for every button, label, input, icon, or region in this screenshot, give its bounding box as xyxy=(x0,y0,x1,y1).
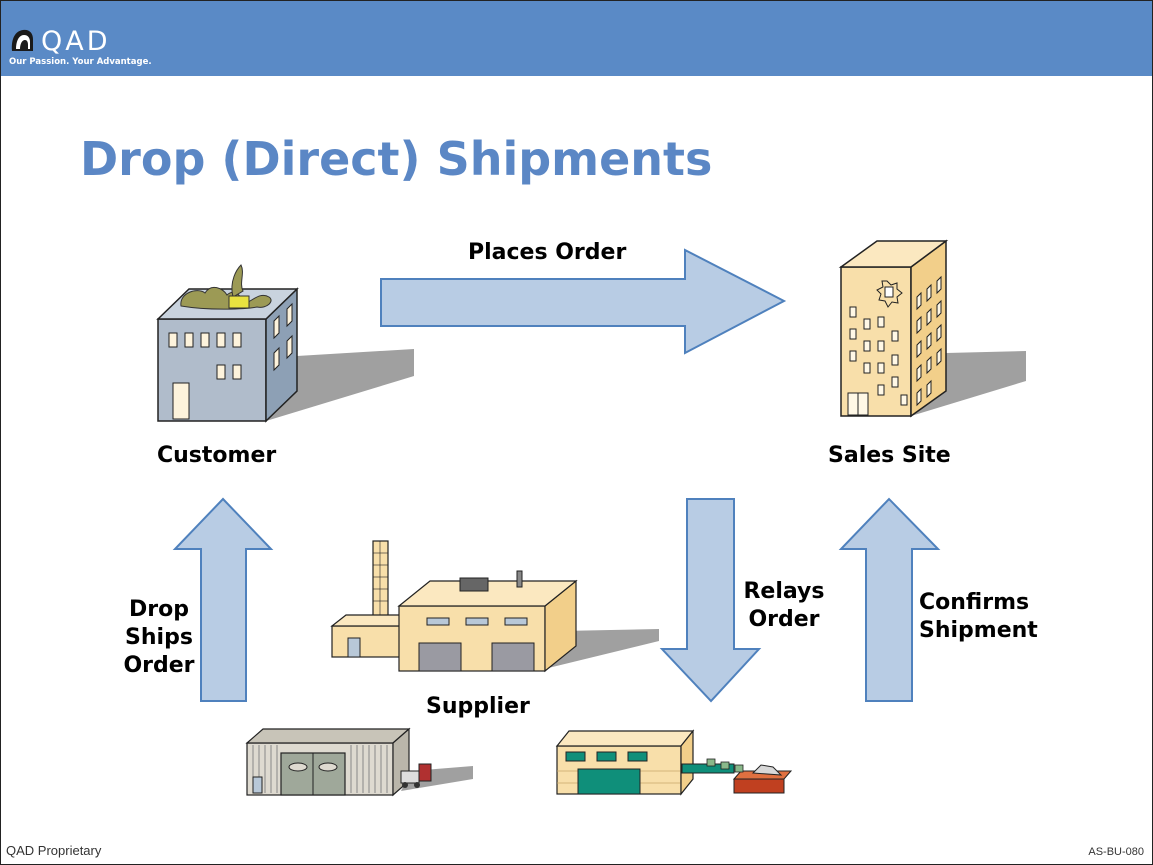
logo-text: QAD xyxy=(41,26,111,57)
logo-tagline: Our Passion. Your Advantage. xyxy=(9,57,152,67)
sales-site-building-icon xyxy=(838,239,1026,418)
places-order-label: Places Order xyxy=(468,240,627,265)
relays-order-arrow xyxy=(659,498,762,703)
relays-order-label: Relays Order xyxy=(739,578,829,634)
relays-order-line-1: Relays xyxy=(743,579,825,604)
drop-ships-arrow xyxy=(172,497,274,702)
sales-site-label: Sales Site xyxy=(828,443,951,468)
drop-ships-order-label: Drop Ships Order xyxy=(119,596,199,680)
confirms-shipment-label: Confirms Shipment xyxy=(919,589,1038,645)
relays-order-line-2: Order xyxy=(748,607,820,632)
footer-slide-code: AS-BU-080 xyxy=(1088,846,1144,858)
qad-logo: QAD Our Passion. Your Advantage. xyxy=(9,26,189,72)
places-order-arrow xyxy=(380,248,787,355)
page-title: Drop (Direct) Shipments xyxy=(80,132,713,186)
customer-building-icon xyxy=(156,264,414,423)
drop-ships-line-3: Order xyxy=(123,653,195,678)
customer-label: Customer xyxy=(157,443,277,468)
footer-proprietary: QAD Proprietary xyxy=(6,843,102,858)
header-bar: QAD Our Passion. Your Advantage. xyxy=(1,1,1152,76)
customer-warehouse-icon xyxy=(245,727,473,797)
supplier-label: Supplier xyxy=(426,694,530,719)
drop-ships-line-2: Ships xyxy=(125,625,193,650)
supplier-warehouse-icon xyxy=(555,729,793,796)
drop-ships-line-1: Drop xyxy=(129,597,189,622)
confirms-shipment-line-1: Confirms xyxy=(919,590,1030,615)
confirms-shipment-line-2: Shipment xyxy=(919,618,1038,643)
confirms-shipment-arrow xyxy=(838,497,941,702)
logo-mark-icon xyxy=(11,29,34,51)
supplier-factory-icon xyxy=(330,540,659,673)
